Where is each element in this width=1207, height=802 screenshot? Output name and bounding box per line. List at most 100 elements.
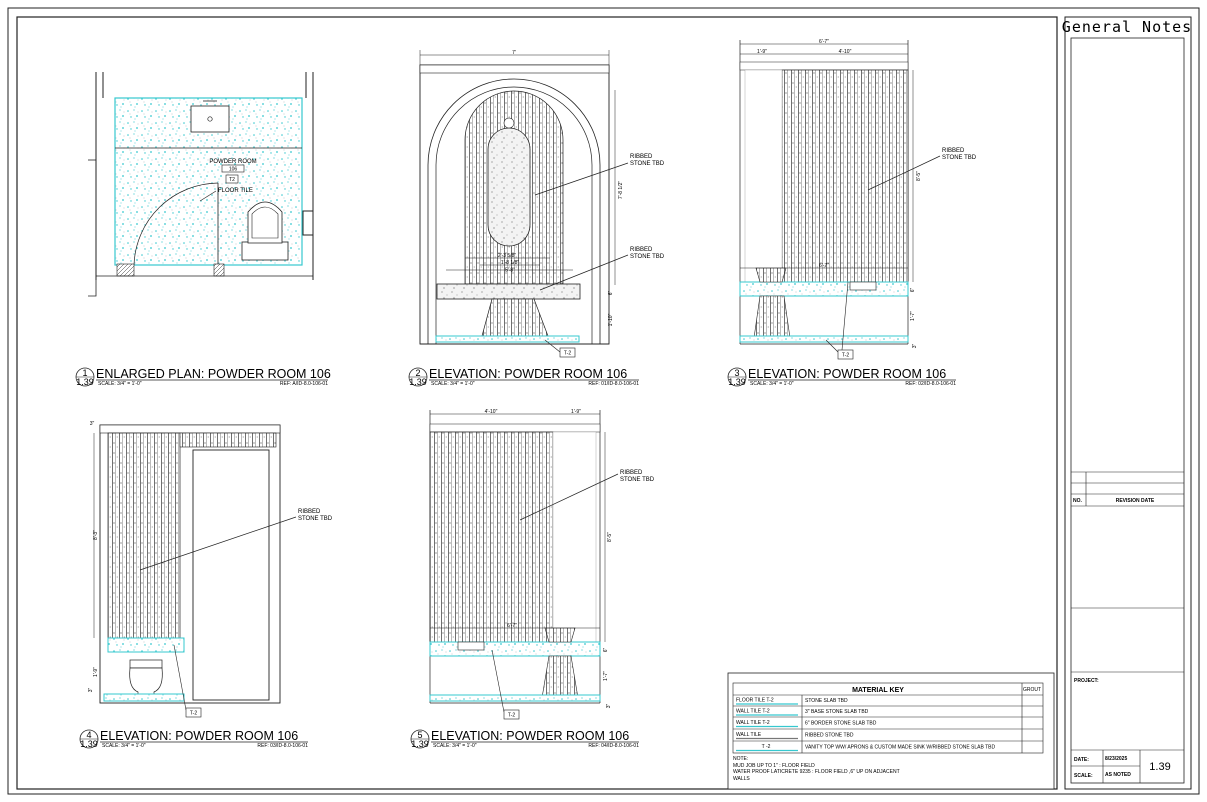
- dim-e3-total: 6'-7": [819, 39, 829, 45]
- dim-e5-d: 6": [603, 648, 609, 653]
- dim-e3-f: 3": [912, 344, 918, 349]
- vanity-top: [436, 283, 581, 300]
- title-3: 3 1.39 ELEVATION: POWDER ROOM 106 SCALE:…: [727, 367, 956, 387]
- dim-e2-a: 2'-3 5/8": [498, 253, 517, 259]
- title-5-text: ELEVATION: POWDER ROOM 106: [431, 729, 629, 743]
- plan-room-name: POWDER ROOM: [209, 159, 256, 165]
- title-1-ref: REF: A/ID-8.0-106-01: [280, 381, 328, 387]
- e4-callout-ribbed: RIBBED: [298, 509, 321, 515]
- dim-e5-height: 8'-5": [607, 532, 613, 542]
- e5-base-tile: [429, 694, 601, 702]
- mk-note-label: NOTE:: [733, 756, 748, 762]
- tb-scale-value: AS NOTED: [1105, 772, 1131, 778]
- base-tile: [435, 335, 580, 343]
- title-2-number: 2: [415, 368, 420, 378]
- dim-e5-c: 6'-7": [507, 623, 517, 629]
- title-4-sheet: 1.39: [80, 739, 98, 749]
- mk-row-1-code: FLOOR TILE T-2: [736, 698, 774, 704]
- mk-row-1-desc: STONE SLAB TBD: [805, 698, 848, 704]
- e3-border-tile: [739, 281, 909, 297]
- title-4-ref: REF: 03/ID-8.0-106-01: [257, 743, 308, 749]
- title-1-sheet: 1.39: [76, 377, 94, 387]
- dim-e2-height: 7'-8 1/2": [618, 181, 624, 200]
- e5-callout-ribbed: RIBBED: [620, 470, 643, 476]
- title-3-scale: SCALE: 3/4" = 1'-0": [750, 381, 794, 387]
- dim-e3-e: 1'-7": [910, 311, 916, 321]
- e2-callout-ribbed-1: RIBBED: [630, 154, 653, 160]
- title-5: 5 1.39 ELEVATION: POWDER ROOM 106 SCALE:…: [410, 729, 639, 749]
- e3-callout-stone: STONE TBD: [942, 155, 977, 161]
- dim-e4-a: 1'-9": [93, 667, 99, 677]
- dim-e2-width: 7': [512, 50, 516, 56]
- mirror-niche: [487, 127, 531, 247]
- title-3-text: ELEVATION: POWDER ROOM 106: [748, 367, 946, 381]
- dim-e5-e: 1'-7": [603, 671, 609, 681]
- e5-tag-t2: T-2: [508, 713, 515, 719]
- mk-row-3-code: WALL TILE T-2: [736, 720, 770, 726]
- title-2-sheet: 1.39: [409, 377, 427, 387]
- dim-e4-height: 8'-3": [93, 530, 99, 540]
- plan-drawing: POWDER ROOM 106 T2 FLOOR TILE: [88, 72, 314, 297]
- title-4-number: 4: [86, 730, 91, 740]
- dim-e5-b: 1'-9": [571, 409, 581, 415]
- tb-date-value: 8/23/2025: [1105, 756, 1127, 762]
- e3-vanity-pedestal: [753, 295, 791, 339]
- dim-e3-c: 6'-7": [819, 263, 829, 269]
- e4-callout-stone: STONE TBD: [298, 516, 333, 522]
- dim-e4-top: 3": [90, 421, 95, 427]
- title-1-text: ENLARGED PLAN: POWDER ROOM 106: [96, 367, 331, 381]
- mk-row-5-code: T -2: [762, 744, 771, 750]
- e5-callout-stone: STONE TBD: [620, 477, 655, 483]
- title-4-scale: SCALE: 3/4" = 1'-0": [102, 743, 146, 749]
- mk-row-3-desc: 6" BORDER STONE SLAB TBD: [805, 721, 877, 727]
- tb-no-label: NO.: [1073, 498, 1083, 504]
- mk-row-4-desc: RIBBED STONE TBD: [805, 733, 854, 739]
- title-4-text: ELEVATION: POWDER ROOM 106: [100, 729, 298, 743]
- sheet-border: [7, 7, 1200, 795]
- title-2: 2 1.39 ELEVATION: POWDER ROOM 106 SCALE:…: [408, 367, 639, 387]
- elevation-5-drawing: 4'-10" 1'-9" 6'-7" 8'-5" 6" 1'-7" 3" RIB…: [429, 409, 655, 720]
- mk-row-2-code: WALL TILE T-2: [736, 709, 770, 715]
- title-5-sheet: 1.39: [411, 739, 429, 749]
- dim-e2-e: 1'-10": [608, 313, 614, 326]
- tb-date-label: DATE:: [1074, 757, 1089, 763]
- e4-door: [192, 449, 270, 701]
- e3-ribbed-wall: [781, 69, 909, 283]
- title-4: 4 1.39 ELEVATION: POWDER ROOM 106 SCALE:…: [79, 729, 308, 749]
- material-key-title: MATERIAL KEY: [852, 687, 904, 694]
- drawing-area-border: [16, 16, 1058, 790]
- e5-vanity-pedestal: [541, 655, 579, 699]
- tb-scale-label: SCALE:: [1074, 773, 1093, 779]
- material-key: MATERIAL KEY GROUT FLOOR TILE T-2 STONE …: [727, 672, 1055, 790]
- dim-e3-d: 6": [910, 288, 916, 293]
- dim-e3-a: 1'-9": [757, 49, 767, 55]
- title-2-scale: SCALE: 3/4" = 1'-0": [431, 381, 475, 387]
- dim-e2-b: 1'-8 1/8": [501, 260, 520, 266]
- tb-revision-date-label: REVISION DATE: [1116, 498, 1155, 504]
- mk-row-2-desc: 3" BASE STONE SLAB TBD: [805, 709, 869, 715]
- title-block: General Notes NO. REVISION DATE PROJECT:…: [1062, 16, 1192, 790]
- title-3-ref: REF: 02/ID-8.0-106-01: [905, 381, 956, 387]
- title-5-scale: SCALE: 3/4" = 1'-0": [433, 743, 477, 749]
- title-1-number: 1: [82, 368, 87, 378]
- mk-row-4-code: WALL TILE: [736, 732, 762, 738]
- e5-ribbed-wall: [429, 431, 554, 643]
- e2-callout-stone-1: STONE TBD: [630, 161, 665, 167]
- e4-border-tile: [107, 637, 185, 653]
- title-3-sheet: 1.39: [728, 377, 746, 387]
- dim-e2-d: 6": [608, 291, 614, 296]
- dim-e5-f: 3": [606, 704, 612, 709]
- mk-row-5-desc: VANITY TOP WW/ APRONS & CUSTOM MADE SINK…: [805, 745, 996, 751]
- title-2-ref: REF: 01/ID-8.0-106-01: [588, 381, 639, 387]
- elevation-3-drawing: 6'-7" 1'-9" 4'-10" 6'-7" 8'-5" 6" 1'-7" …: [739, 39, 977, 360]
- title-5-ref: REF: 04/ID-8.0-106-01: [588, 743, 639, 749]
- dim-e3-height: 8'-5": [916, 171, 922, 181]
- plan-toilet: [241, 201, 289, 261]
- title-2-text: ELEVATION: POWDER ROOM 106: [429, 367, 627, 381]
- title-3-number: 3: [734, 368, 739, 378]
- title-1: 1 1.39 ENLARGED PLAN: POWDER ROOM 106 SC…: [75, 367, 331, 387]
- e3-base-tile: [739, 335, 909, 343]
- general-notes-heading: General Notes: [1062, 18, 1192, 36]
- e3-tag-t2: T-2: [842, 353, 849, 359]
